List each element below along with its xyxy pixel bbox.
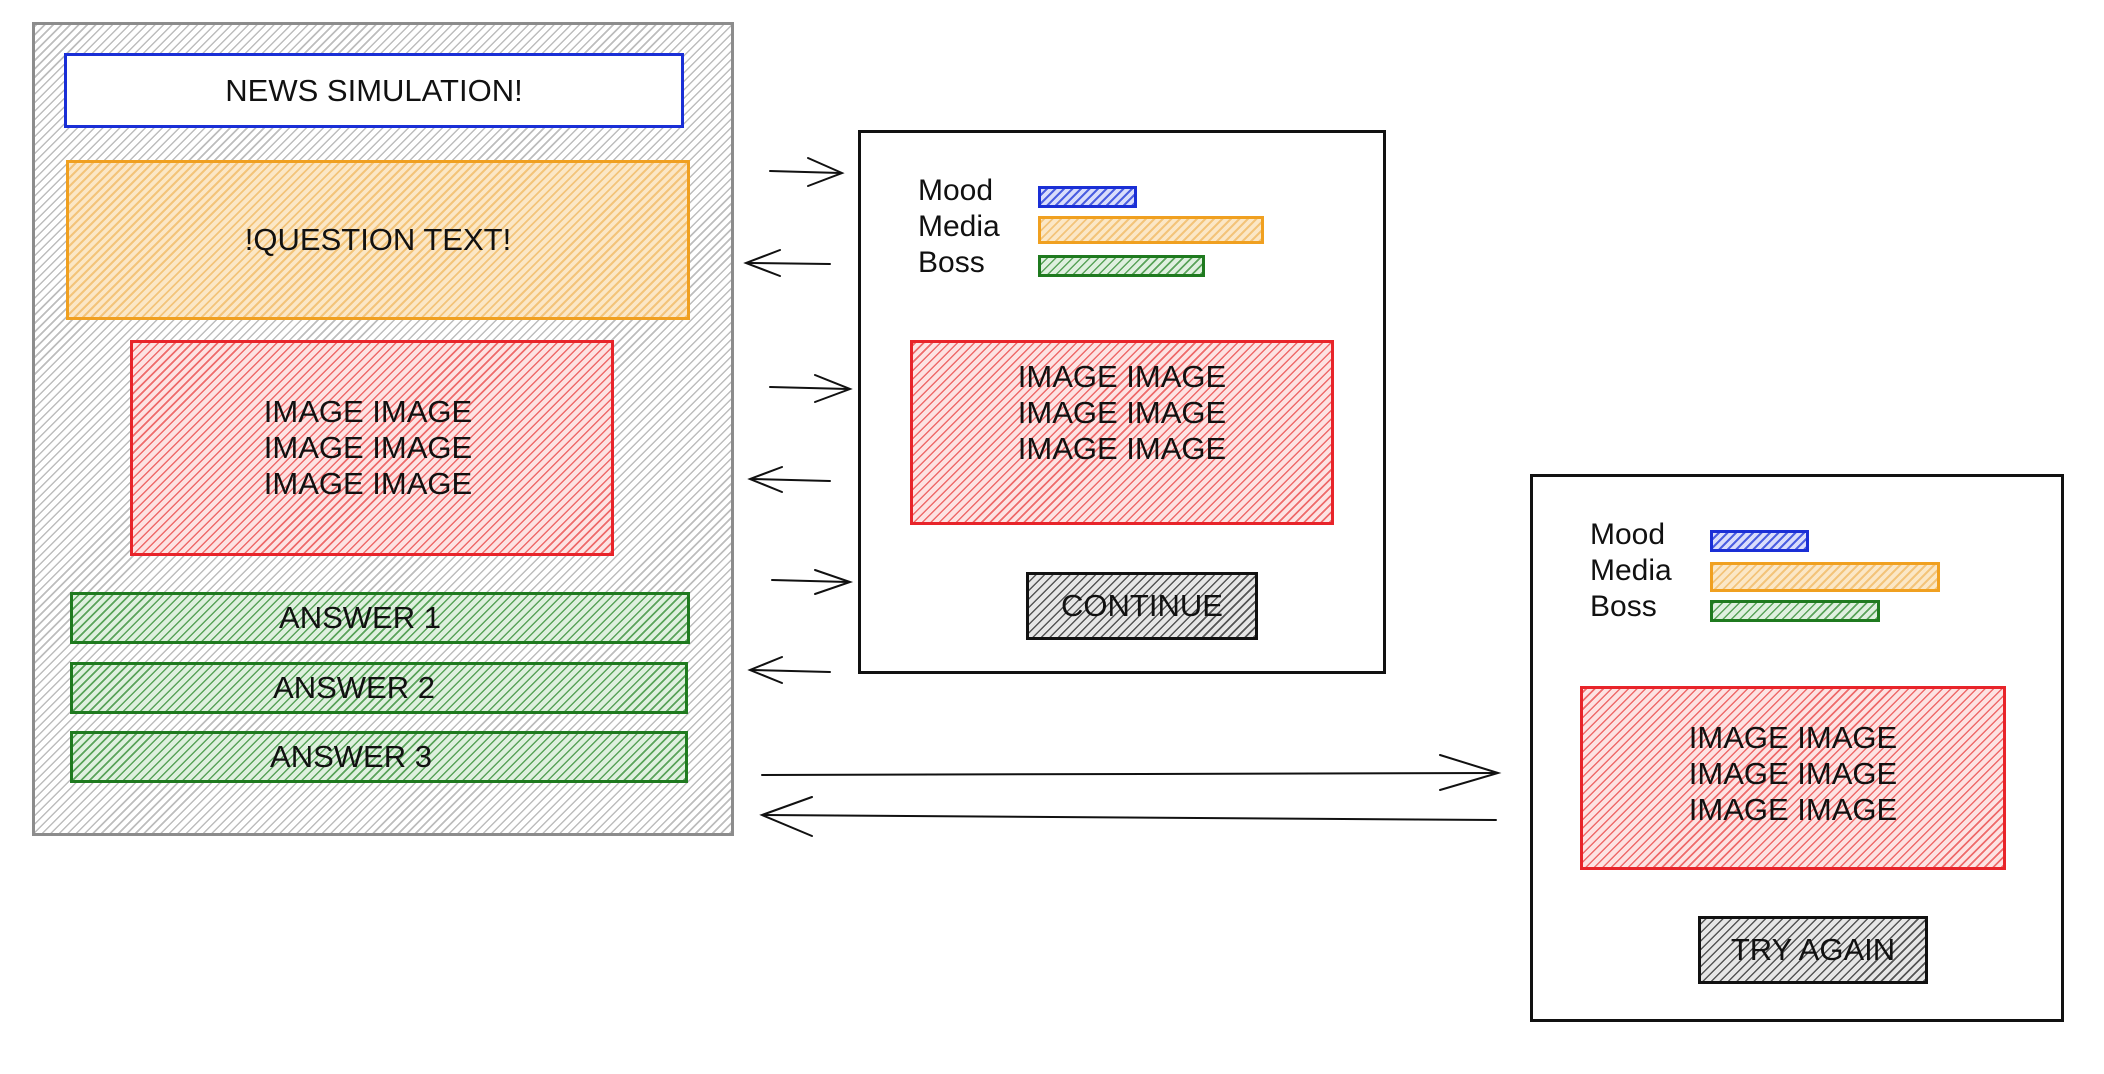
- answer-button-2[interactable]: ANSWER 2: [70, 662, 688, 714]
- result-image: IMAGE IMAGE IMAGE IMAGE IMAGE IMAGE: [910, 340, 1334, 525]
- image-line: IMAGE IMAGE: [263, 466, 473, 501]
- image-line: IMAGE IMAGE: [1017, 358, 1227, 394]
- continue-button[interactable]: CONTINUE: [1026, 572, 1258, 640]
- stat-bar-media: [1710, 562, 1940, 592]
- result-image-text: IMAGE IMAGE IMAGE IMAGE IMAGE IMAGE: [1018, 359, 1226, 467]
- try-again-label: TRY AGAIN: [1730, 932, 1896, 967]
- stat-track: [1710, 562, 1940, 592]
- stat-track: [1710, 530, 1940, 552]
- question-box: !QUESTION TEXT!: [66, 160, 690, 320]
- title-bar: NEWS SIMULATION!: [64, 53, 684, 128]
- main-image: IMAGE IMAGE IMAGE IMAGE IMAGE IMAGE: [130, 340, 614, 556]
- stat-track: [1038, 255, 1264, 277]
- stat-bar-mood: [1038, 186, 1138, 208]
- arrow-back-1: [743, 249, 831, 277]
- stat-label-boss: Boss: [1590, 590, 1657, 623]
- fail-image: IMAGE IMAGE IMAGE IMAGE IMAGE IMAGE: [1580, 686, 2006, 870]
- image-line: IMAGE IMAGE: [1017, 394, 1227, 430]
- image-line: IMAGE IMAGE: [1688, 756, 1898, 791]
- stat-bar-boss: [1710, 600, 1881, 622]
- image-line: IMAGE IMAGE: [263, 430, 473, 465]
- image-line: IMAGE IMAGE: [1688, 720, 1898, 755]
- arrow-back-2: [747, 466, 831, 493]
- stat-track: [1038, 216, 1264, 244]
- stat-label-media: Media: [918, 210, 1000, 243]
- arrow-to-result-1: [769, 157, 845, 187]
- image-line: IMAGE IMAGE: [263, 394, 473, 429]
- arrow-to-fail: [761, 754, 1502, 791]
- stat-bar-media: [1038, 216, 1264, 244]
- fail-image-text: IMAGE IMAGE IMAGE IMAGE IMAGE IMAGE: [1689, 720, 1897, 828]
- answer-label: ANSWER 3: [270, 739, 432, 774]
- stat-label-mood: Mood: [918, 174, 994, 207]
- continue-label: CONTINUE: [1061, 588, 1223, 623]
- stat-bar-mood: [1710, 530, 1809, 552]
- stat-bar-boss: [1038, 255, 1206, 277]
- stat-track: [1038, 186, 1264, 208]
- arrow-to-result-3: [771, 569, 854, 595]
- title-text: NEWS SIMULATION!: [225, 72, 523, 108]
- stat-track: [1710, 600, 1940, 622]
- arrow-to-result-2: [769, 374, 853, 403]
- stat-label-media: Media: [1590, 554, 1672, 587]
- stat-label-boss: Boss: [918, 246, 985, 279]
- arrow-back-from-fail: [759, 796, 1497, 837]
- answer-button-1[interactable]: ANSWER 1: [70, 592, 690, 644]
- try-again-button[interactable]: TRY AGAIN: [1698, 916, 1928, 984]
- question-text: !QUESTION TEXT!: [244, 222, 512, 257]
- image-line: IMAGE IMAGE: [1017, 430, 1227, 466]
- answer-label: ANSWER 2: [273, 670, 435, 705]
- answer-button-3[interactable]: ANSWER 3: [70, 731, 688, 783]
- answer-label: ANSWER 1: [279, 600, 441, 635]
- stat-label-mood: Mood: [1590, 518, 1666, 551]
- main-image-text: IMAGE IMAGE IMAGE IMAGE IMAGE IMAGE: [264, 394, 472, 502]
- arrow-back-3: [747, 656, 831, 684]
- image-line: IMAGE IMAGE: [1688, 792, 1898, 827]
